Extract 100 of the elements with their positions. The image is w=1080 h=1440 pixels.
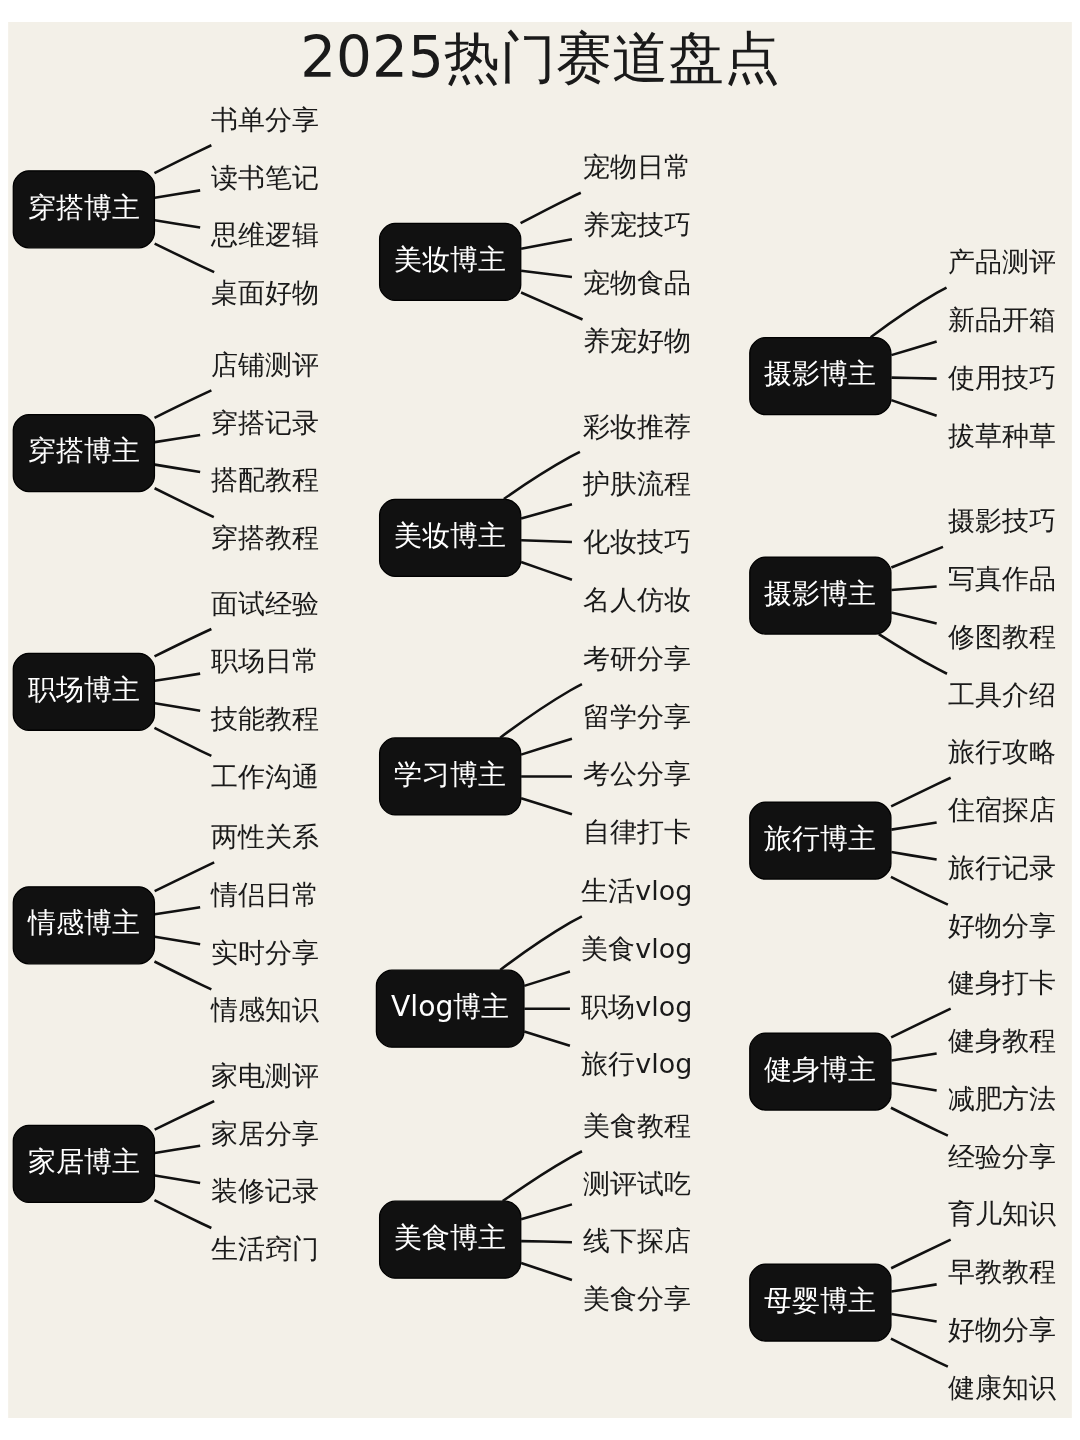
- node-text: 考公分享: [582, 758, 691, 790]
- node-text: 宠物日常: [582, 151, 691, 183]
- connector: [499, 682, 583, 739]
- node-text: 名人仿妆: [582, 583, 691, 615]
- connector: [153, 726, 212, 757]
- node-text: 拔草种草: [947, 419, 1056, 451]
- node-text: 生活窍门: [211, 1233, 320, 1264]
- node-text: 美食vlog: [581, 932, 693, 964]
- node-text: 健康知识: [947, 1371, 1056, 1403]
- connector: [520, 1261, 573, 1282]
- node-text: 实时分享: [211, 936, 320, 968]
- node-box: 情感博主: [12, 886, 156, 965]
- node-box: 摄影博主: [749, 337, 892, 416]
- node-text: 写真作品: [947, 563, 1056, 595]
- node-text: 自律打卡: [582, 816, 691, 847]
- connector: [890, 776, 952, 808]
- node-text: 摄影技巧: [947, 505, 1056, 537]
- node-text: 美食分享: [582, 1283, 691, 1315]
- connector: [890, 545, 944, 569]
- node-text: 情感知识: [211, 994, 320, 1026]
- node-box: 旅行博主: [749, 801, 892, 880]
- connector: [154, 935, 201, 946]
- node-text: 旅行攻略: [947, 736, 1056, 768]
- connector: [890, 1007, 952, 1039]
- node-text: 产品测评: [947, 246, 1056, 278]
- connector: [520, 737, 573, 756]
- connector: [891, 1052, 937, 1062]
- node-box: 美食博主: [378, 1200, 522, 1279]
- connector: [520, 191, 582, 225]
- connector: [523, 970, 571, 988]
- connector: [154, 189, 201, 200]
- node-text: 穿搭教程: [211, 522, 320, 554]
- connector: [154, 433, 201, 444]
- connector: [154, 672, 201, 683]
- connector: [154, 1174, 201, 1185]
- node-text: 育儿知识: [947, 1198, 1056, 1230]
- node-text: 好物分享: [947, 909, 1056, 941]
- connector: [154, 1144, 201, 1155]
- connector: [891, 1283, 937, 1293]
- node-text: 搭配教程: [211, 464, 320, 496]
- connector: [890, 1106, 949, 1137]
- node-box: Vlog博主: [375, 969, 525, 1048]
- connector: [524, 1007, 570, 1010]
- node-box: 穿搭博主: [12, 170, 156, 249]
- connector: [154, 1099, 215, 1131]
- node-text: 职场vlog: [581, 990, 693, 1022]
- connector: [154, 242, 215, 274]
- node-text: 彩妆推荐: [582, 410, 691, 442]
- node-box: 健身博主: [749, 1032, 892, 1111]
- node-text: 旅行记录: [947, 851, 1056, 883]
- node-text: 测评试吃: [582, 1167, 691, 1199]
- node-text: 早教教程: [947, 1256, 1056, 1288]
- node-text: 书单分享: [211, 103, 320, 135]
- connector: [521, 775, 572, 778]
- node-text: 宠物食品: [582, 266, 691, 298]
- connector: [154, 905, 201, 916]
- node-text: 家居分享: [211, 1117, 320, 1149]
- connector: [499, 915, 583, 971]
- node-text: 新品开箱: [947, 304, 1056, 336]
- node-text: 思维逻辑: [211, 219, 320, 251]
- node-box: 穿搭博主: [12, 414, 156, 493]
- node-text: 经验分享: [947, 1140, 1056, 1172]
- connector: [520, 797, 573, 816]
- connector: [520, 503, 573, 520]
- connector: [869, 286, 948, 339]
- connector: [891, 1081, 937, 1092]
- node-text: 好物分享: [947, 1313, 1056, 1345]
- connector: [154, 487, 215, 519]
- node-text: 读书笔记: [211, 161, 320, 193]
- connector: [891, 585, 937, 592]
- node-text: 留学分享: [582, 700, 691, 732]
- connector: [520, 269, 573, 279]
- node-text: 旅行vlog: [581, 1048, 693, 1080]
- connector: [521, 538, 572, 544]
- node-text: 健身打卡: [947, 967, 1056, 999]
- connector: [153, 960, 212, 991]
- node-text: 生活vlog: [581, 875, 693, 907]
- connector: [153, 627, 212, 658]
- node-text: 家电测评: [211, 1059, 320, 1091]
- node-box: 母婴博主: [749, 1263, 892, 1342]
- connector: [502, 1150, 583, 1203]
- connector: [523, 1030, 571, 1048]
- node-text: 护肤流程: [582, 468, 691, 500]
- connector: [890, 398, 938, 417]
- connector: [520, 238, 573, 251]
- connector: [153, 1199, 212, 1230]
- node-text: 桌面好物: [211, 277, 320, 309]
- connector: [521, 1239, 572, 1244]
- connector: [154, 463, 201, 474]
- connector: [153, 389, 212, 419]
- node-text: 技能教程: [211, 703, 320, 735]
- node-text: 使用技巧: [947, 361, 1056, 393]
- connector: [520, 560, 573, 581]
- connector: [520, 1203, 573, 1221]
- connector: [891, 850, 937, 861]
- node-text: 情侣日常: [211, 878, 320, 910]
- connector: [154, 702, 201, 712]
- node-text: 考研分享: [582, 642, 691, 674]
- connector: [503, 450, 581, 500]
- connector: [891, 340, 937, 357]
